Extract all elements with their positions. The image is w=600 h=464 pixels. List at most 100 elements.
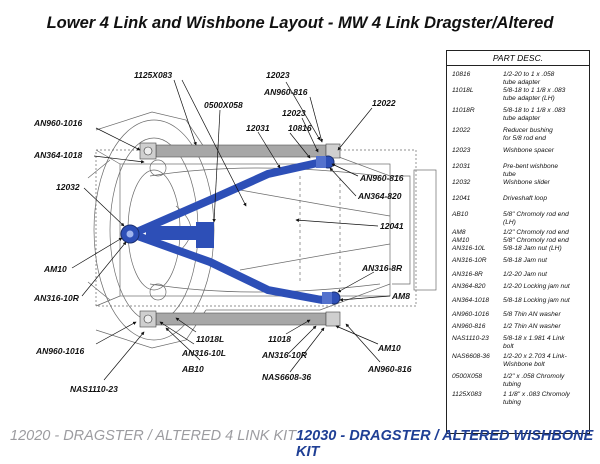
page-title: Lower 4 Link and Wishbone Layout - MW 4 … [46,14,554,32]
legend-part-code: AN960-816 [452,323,486,330]
legend-part-desc: 1/2 Thin AN washer [503,323,589,331]
legend-part-desc: 5/8-18 Jam nut (LH) [503,245,589,253]
legend-part-code: AM10 [452,237,470,244]
legend-part-code: 11018L [452,87,474,94]
legend-desc-line: tube [503,171,516,178]
legend-part-code: AN316-10L [452,245,486,252]
legend-part-code: 12031 [452,163,471,170]
four-link-lower-bar [139,310,341,328]
legend-desc-line: 5/8" Chromoly rod end [503,237,569,244]
kit-label-4-link: 12020 - DRAGSTER / ALTERED 4 LINK KIT [10,428,297,444]
kit-label-wishbone: 12030 - DRAGSTER / ALTERED WISHBONE KIT [296,428,594,460]
legend-part-desc: Wishbone slider [503,179,589,187]
callout-ab10: AB10 [181,364,204,374]
legend-desc-line: 1/2-20 Jam nut [503,271,547,278]
callout-an960-816-bottom: AN960-816 [367,364,412,374]
callout-12022: 12022 [372,98,396,108]
callout-an364-820: AN364-820 [357,191,402,201]
callout-am10-bottom: AM10 [377,343,401,353]
legend-header: PART DESC. [447,51,589,66]
legend-part-desc: 1/2-20 Jam nut [503,271,589,279]
callout-an960-1016-bottom: AN960-1016 [35,346,84,356]
legend-desc-line: tubing [503,399,521,406]
legend-part-code: 10816 [452,71,471,78]
callout-an316-10l: AN316-10L [181,348,226,358]
callout-12023-top: 12023 [266,70,290,80]
legend-part-desc: 1/2-20 x 2.703 4 Link-Wishbone bolt [503,353,589,369]
legend-part-code: 12041 [452,195,471,202]
legend-desc-line: 1/2-20 to 1 x .058 [503,71,555,78]
callout-12041: 12041 [380,221,404,231]
callout-am10-left: AM10 [43,264,67,274]
wishbone-assembly [120,155,341,305]
legend-desc-line: 1/2-20 Locking jam nut [503,283,570,290]
callout-an960-816-top: AN960-816 [263,87,308,97]
legend-desc-line: Driveshaft loop [503,195,547,202]
callout-labels: 1125X083 12023 AN960-816 12022 12023 050… [33,70,412,394]
legend-desc-line: tubing [503,381,521,388]
legend-desc-line: 5/8-18 to 1 1/8 x .083 [503,87,566,94]
legend-desc-line: 5/8" Chromoly rod end [503,211,569,218]
legend-part-code: AM8 [452,229,466,236]
callout-12031: 12031 [246,123,270,133]
legend-part-desc: 5/8-18 Jam nut [503,257,589,265]
legend-part-desc: 1/2-20 Locking jam nut [503,283,589,291]
legend-part-code: AN364-820 [452,283,486,290]
legend-part-code: AN316-8R [452,271,483,278]
legend-desc-line: Wishbone slider [503,179,550,186]
legend-part-desc: 1/2" Chromoly rod end [503,229,589,237]
callout-11018: 11018 [268,334,291,344]
callout-an316-10r-bottom: AN316-10R [261,350,308,360]
legend-desc-line: tube adapter (LH) [503,95,555,102]
callout-an364-1018: AN364-1018 [33,150,82,160]
callout-an960-816-right: AN960-816 [359,173,404,183]
legend-part-code: NAS6608-36 [452,353,490,360]
legend-part-code: 0500X058 [452,373,483,380]
legend-part-code: 1125X083 [452,391,482,398]
legend-part-code: AN316-10R [452,257,487,264]
callout-11018l: 11018L [196,334,224,344]
legend-desc-line: for 5/8 rod end [503,135,546,142]
legend-desc-line: 5/8-18 to 1 1/8 x .083 [503,107,566,114]
callout-an960-1016-top: AN960-1016 [33,118,82,128]
legend-desc-line: (LH) [503,219,516,226]
legend-part-desc: Driveshaft loop [503,195,589,203]
legend-part-desc: 5/8" Chromoly rod end [503,237,589,245]
four-link-upper-bar [139,142,341,160]
callout-0500x058: 0500X058 [204,100,243,110]
legend-desc-line: tube adapter [503,79,541,86]
legend-desc-line: Wishbone bolt [503,361,545,368]
legend-desc-line: 5/8-18 Jam nut (LH) [503,245,562,252]
legend-desc-line: tube adapter [503,115,541,122]
legend-desc-line: 5/8-18 Jam nut [503,257,547,264]
callout-leaders [71,79,391,381]
legend-desc-line: Reducer bushing [503,127,553,134]
legend-desc-line: Pre-bent wishbone [503,163,558,170]
callout-10816: 10816 [288,123,312,133]
legend-desc-line: 1/2" Chromoly rod end [503,229,569,236]
legend-desc-line: 5/8-18 Locking jam nut [503,297,570,304]
callout-12032: 12032 [56,182,80,192]
legend-desc-line: bolt [503,343,514,350]
legend-desc-line: 1 1/8" x .083 Chromoly [503,391,570,398]
legend-desc-line: 5/8 Thin AN washer [503,311,561,318]
callout-nas6608-36: NAS6608-36 [262,372,311,382]
legend-part-code: 12022 [452,127,471,134]
callout-12023-mid: 12023 [282,108,306,118]
legend-desc-line: 1/2-20 x 2.703 4 Link- [503,353,567,360]
legend-part-code: NAS1110-23 [452,335,489,342]
callout-am8: AM8 [391,291,410,301]
callout-an316-8r: AN316-8R [361,263,403,273]
legend-part-code: 11018R [452,107,475,114]
legend-part-code: AN960-1016 [452,311,490,318]
legend-part-code: AB10 [452,211,469,218]
